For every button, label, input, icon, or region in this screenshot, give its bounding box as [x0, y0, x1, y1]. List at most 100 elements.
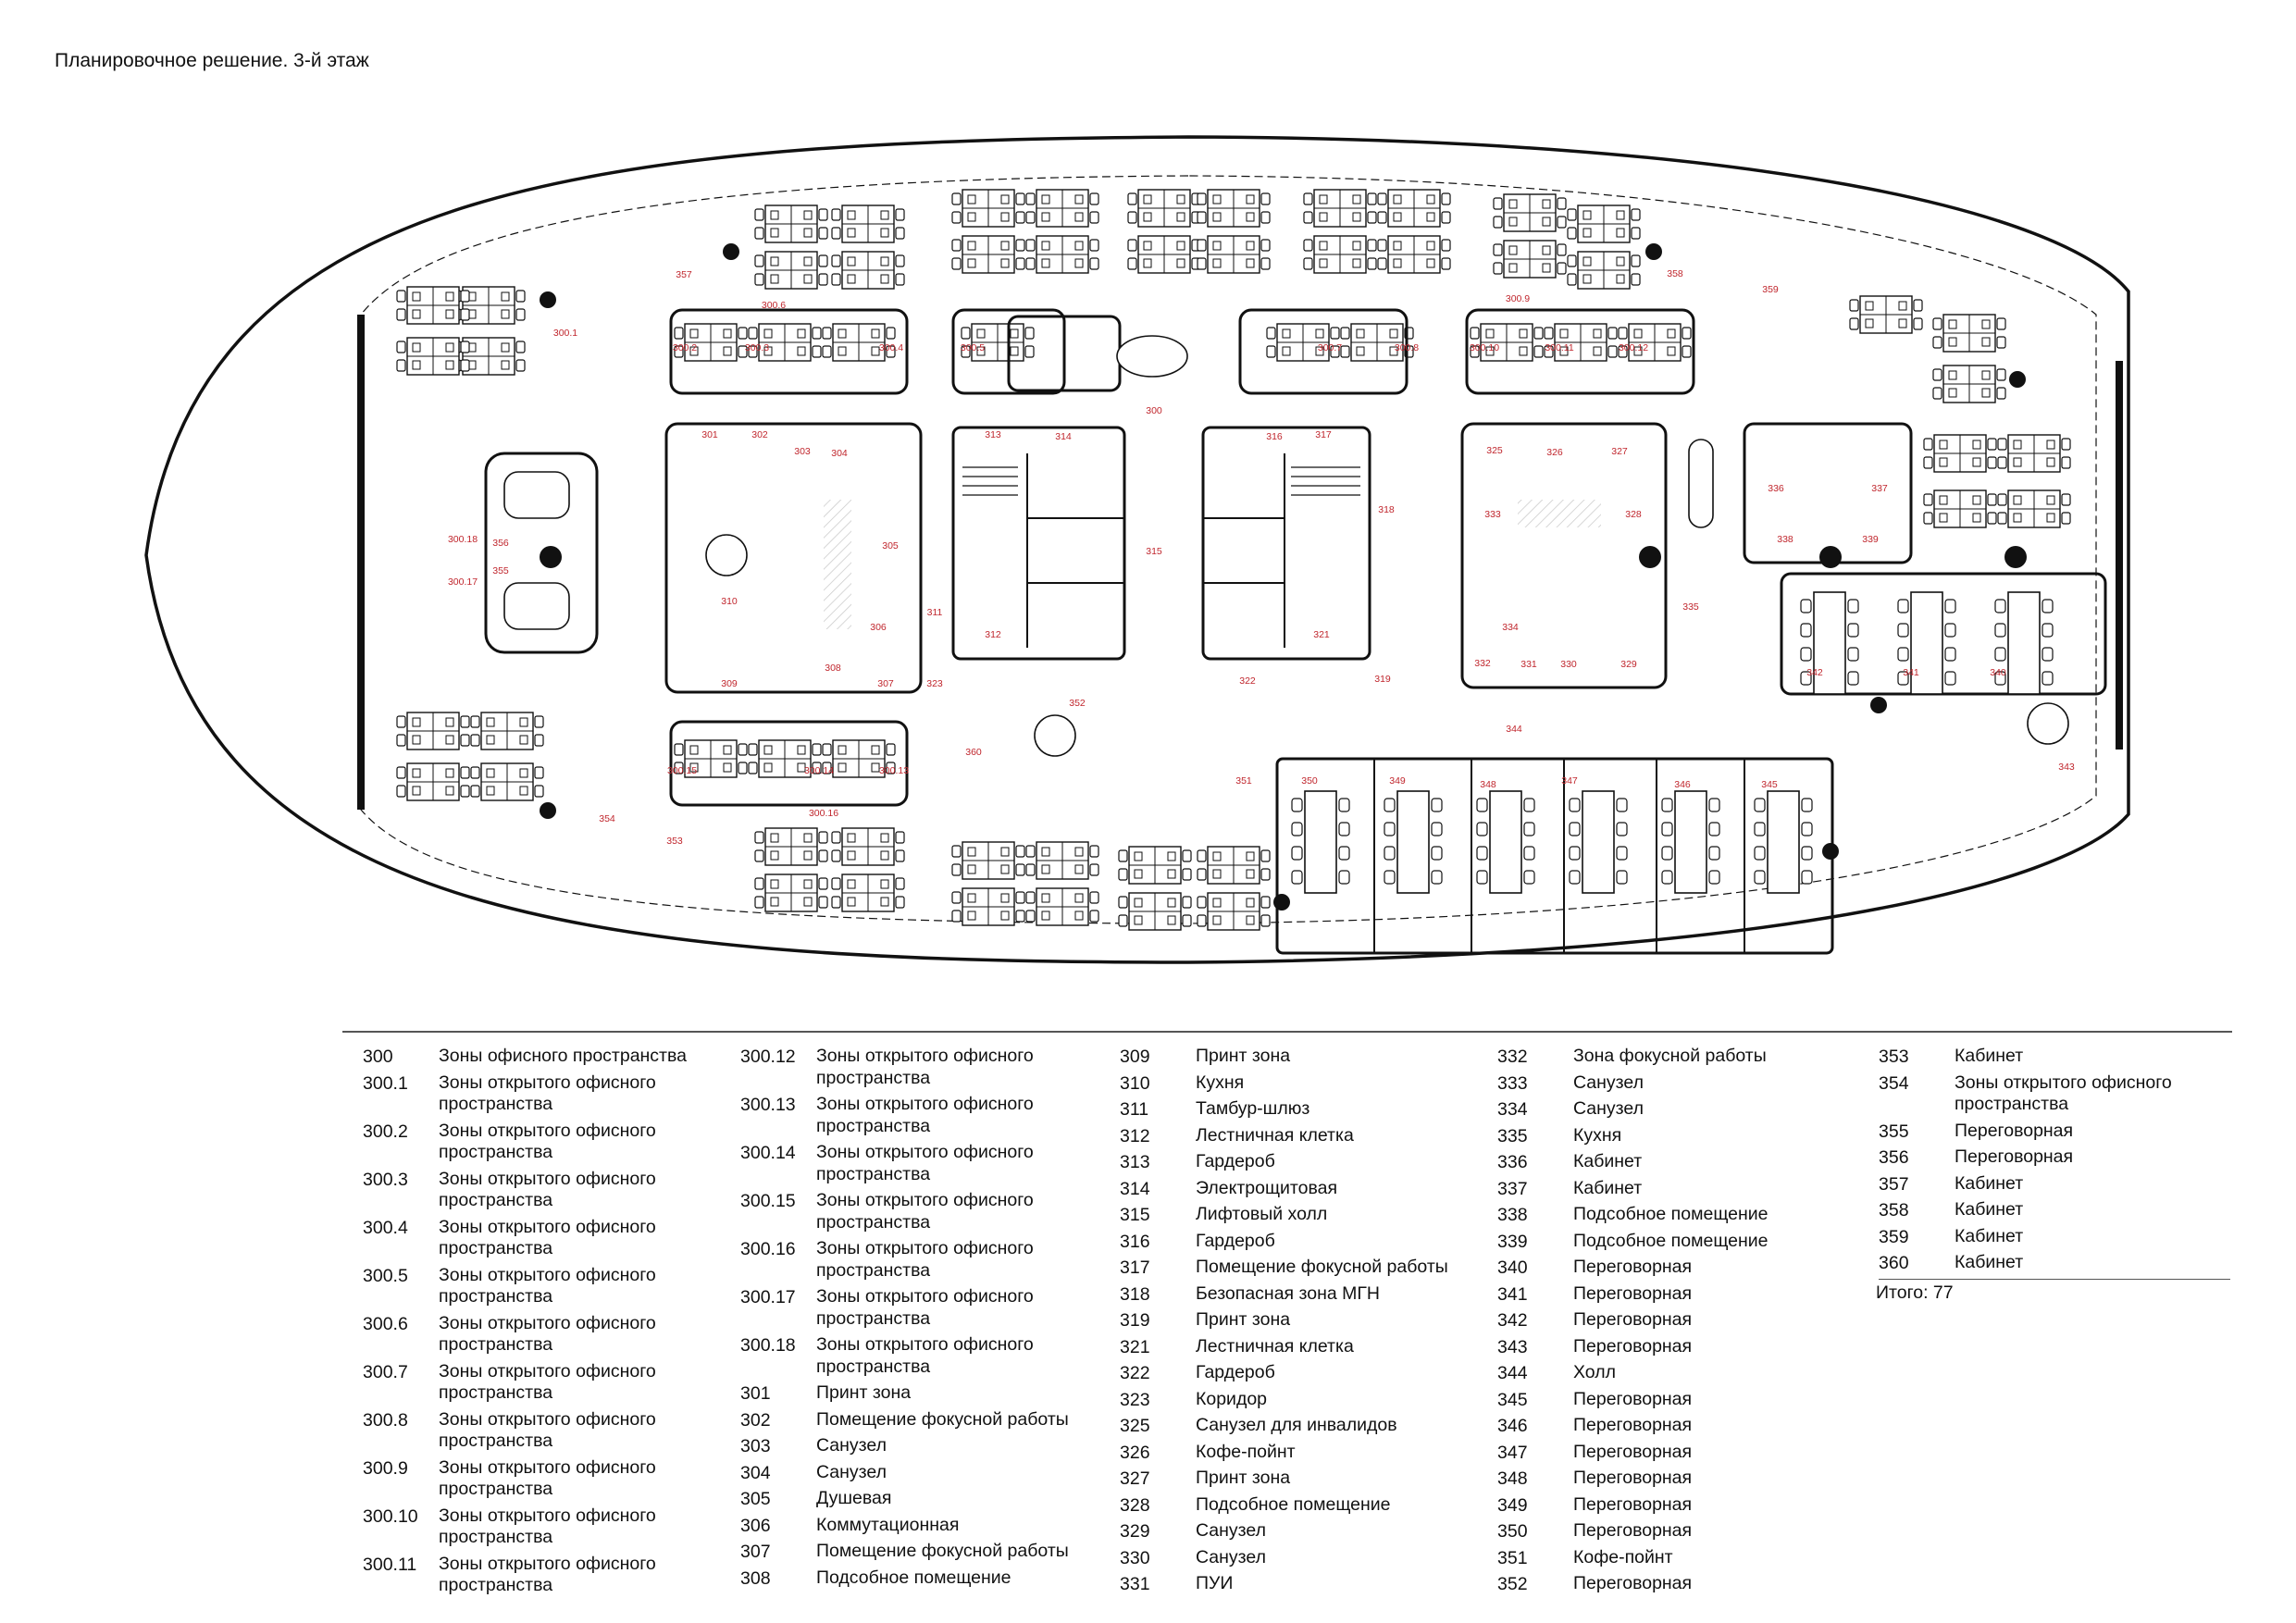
legend-row: 344 Холл [1497, 1360, 1849, 1387]
legend-room-number: 323 [1120, 1389, 1150, 1410]
legend-room-number: 345 [1497, 1389, 1528, 1410]
legend-room-number: 300.18 [740, 1335, 796, 1356]
legend-room-number: 344 [1497, 1363, 1528, 1383]
legend-room-name: Зоны открытого офисного пространства [439, 1264, 656, 1307]
legend-room-name: Переговорная [1955, 1120, 2074, 1141]
room-label-351: 351 [1235, 775, 1252, 787]
room-label-304: 304 [831, 448, 848, 459]
legend-room-number: 351 [1497, 1547, 1528, 1568]
legend-room-number: 311 [1120, 1099, 1149, 1120]
room-label-300-7: 300.7 [1318, 342, 1342, 353]
room-label-307: 307 [877, 678, 894, 689]
room-label-305: 305 [882, 540, 899, 551]
legend-room-number: 340 [1497, 1258, 1528, 1278]
legend-room-number: 300.5 [363, 1265, 408, 1286]
legend-room-name: Безопасная зона МГН [1196, 1282, 1381, 1304]
workstations [396, 189, 2071, 931]
legend-room-number: 300.3 [363, 1169, 408, 1190]
room-label-327: 327 [1611, 446, 1628, 457]
room-label-329: 329 [1620, 659, 1637, 670]
legend-room-number: 307 [740, 1542, 771, 1562]
legend-room-number: 350 [1497, 1521, 1528, 1542]
room-label-311: 311 [927, 607, 943, 618]
room-label-310: 310 [721, 596, 738, 607]
legend-room-number: 300.13 [740, 1095, 796, 1115]
room-label-349: 349 [1389, 775, 1406, 787]
room-label-309: 309 [721, 678, 738, 689]
legend-room-number: 317 [1120, 1258, 1150, 1278]
legend-room-name: Зоны открытого офисного пространства [439, 1120, 656, 1163]
legend-room-name: Зоны открытого офисного пространства [439, 1456, 656, 1500]
legend-room-name: Зоны открытого офисного пространства [439, 1360, 656, 1404]
legend-room-number: 310 [1120, 1072, 1150, 1094]
legend-room-name: Подсобное помещение [1573, 1204, 1769, 1224]
room-label-339: 339 [1862, 534, 1879, 545]
legend-room-name: Холл [1573, 1362, 1616, 1382]
legend-room-name: Зоны открытого офисного пространства [439, 1312, 656, 1356]
legend-room-number: 353 [1879, 1047, 1909, 1067]
room-label-318: 318 [1378, 504, 1395, 515]
legend-room-name: Лестничная клетка [1196, 1124, 1354, 1146]
legend-row: 300.3 Зоны открытого офисного пространств… [363, 1167, 714, 1215]
legend-room-number: 306 [740, 1515, 771, 1536]
legend-room-number: 338 [1497, 1205, 1528, 1225]
room-label-300-15: 300.15 [667, 765, 697, 776]
room-label-341: 341 [1903, 667, 1919, 678]
legend-room-name: Помещение фокусной работы [816, 1408, 1069, 1430]
legend-room-number: 339 [1497, 1231, 1528, 1252]
legend-room-name: Кабинет [1955, 1252, 2024, 1272]
legend-room-name: Лестничная клетка [1196, 1335, 1354, 1357]
room-label-358: 358 [1667, 268, 1683, 279]
room-label-300-16: 300.16 [809, 808, 838, 819]
room-label-325: 325 [1486, 445, 1503, 456]
columns [540, 243, 2027, 911]
legend-room-number: 328 [1120, 1494, 1150, 1516]
legend-room-number: 356 [1879, 1147, 1909, 1168]
legend-row: 338 Подсобное помещение [1497, 1202, 1849, 1229]
room-label-303: 303 [794, 446, 811, 457]
legend-room-name: Кухня [1573, 1124, 1622, 1146]
legend-room-name: Гардероб [1196, 1151, 1275, 1171]
legend-room-name: Помещение фокусной работы [816, 1541, 1069, 1561]
legend-room-name: Тамбур-шлюз [1196, 1098, 1310, 1119]
legend-room-number: 352 [1497, 1574, 1528, 1594]
legend-room-number: 342 [1497, 1310, 1528, 1331]
room-label-353: 353 [666, 836, 683, 847]
legend-room-name: Санузел [1573, 1098, 1644, 1119]
legend-room-name: Зоны открытого офисного пространства [439, 1168, 656, 1211]
legend-room-name: Переговорная [1573, 1520, 1693, 1541]
legend-room-number: 333 [1497, 1072, 1528, 1094]
room-label-360: 360 [965, 747, 982, 758]
legend-room-name: Переговорная [1573, 1309, 1693, 1330]
legend-room-number: 318 [1120, 1283, 1150, 1305]
legend-room-name: Санузел [816, 1435, 887, 1456]
room-label-356: 356 [492, 538, 509, 549]
legend-room-name: Кабинет [1955, 1046, 2024, 1066]
legend-room-name: Принт зона [1196, 1468, 1291, 1488]
room-label-322: 322 [1239, 675, 1256, 687]
legend-room-name: Лифтовый холл [1196, 1204, 1328, 1224]
